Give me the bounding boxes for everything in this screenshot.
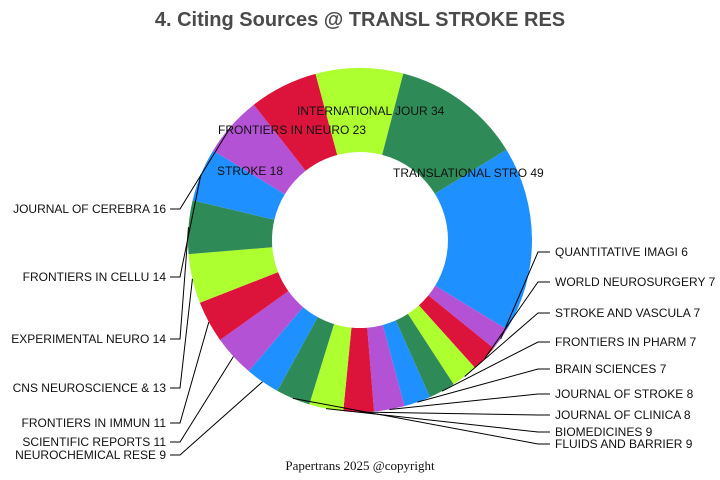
donut-slices xyxy=(188,67,533,412)
label-frontiers-in-neuro: FRONTIERS IN NEURO 23 xyxy=(218,123,366,137)
slice-journal-of-cerebra xyxy=(213,104,306,195)
label-stroke: STROKE 18 xyxy=(217,164,283,178)
leader-frontiers-in-pharm xyxy=(441,341,550,392)
chart-title: 4. Citing Sources @ TRANSL STROKE RES xyxy=(155,9,565,31)
label-frontiers-in-cellu: FRONTIERS IN CELLU 14 xyxy=(23,270,167,284)
slice-cns-neuroscience xyxy=(188,247,279,303)
leader-scientific-reports xyxy=(170,356,234,443)
label-fluids-and-barrier: FLUIDS AND BARRIER 9 xyxy=(555,437,693,451)
label-translational-stro: TRANSLATIONAL STRO 49 xyxy=(393,166,544,180)
label-neurochemical-rese: NEUROCHEMICAL RESE 9 xyxy=(15,448,166,462)
label-brain-sciences: BRAIN SCIENCES 7 xyxy=(555,362,667,376)
slice-frontiers-in-neuro xyxy=(315,67,404,155)
label-experimental-neuro: EXPERIMENTAL NEURO 14 xyxy=(11,332,166,346)
leader-journal-of-cerebra xyxy=(170,125,232,210)
leader-lines xyxy=(170,125,550,456)
footer-copyright: Papertrans 2025 @copyright xyxy=(285,458,435,473)
label-journal-of-cerebra: JOURNAL OF CEREBRA 16 xyxy=(13,202,166,216)
label-journal-of-clinica: JOURNAL OF CLINICA 8 xyxy=(555,408,691,422)
slice-frontiers-in-cellu xyxy=(192,150,285,220)
leader-frontiers-in-cellu xyxy=(170,174,202,278)
label-frontiers-in-immun: FRONTIERS IN IMMUN 11 xyxy=(22,416,167,430)
slice-experimental-neuro xyxy=(188,200,275,255)
label-quantitative-imagi: QUANTITATIVE IMAGI 6 xyxy=(555,245,688,259)
slice-scientific-reports xyxy=(220,291,304,372)
leader-cns-neuroscience xyxy=(170,278,193,389)
leader-brain-sciences xyxy=(417,368,550,403)
label-world-neurosurgery: WORLD NEUROSURGERY 7 xyxy=(555,275,716,289)
leader-journal-of-clinica xyxy=(358,411,550,416)
label-journal-of-stroke: JOURNAL OF STROKE 8 xyxy=(555,387,694,401)
leader-world-neurosurgery xyxy=(484,281,550,359)
slice-quantitative-imagi xyxy=(428,285,507,349)
slice-labels: TRANSLATIONAL STRO 49 QUANTITATIVE IMAGI … xyxy=(11,104,715,462)
leader-journal-of-stroke xyxy=(389,393,550,410)
slice-stroke xyxy=(253,73,338,171)
label-biomedicines: BIOMEDICINES 9 xyxy=(555,425,653,439)
label-cns-neuroscience: CNS NEUROSCIENCE & 13 xyxy=(13,381,167,395)
leader-frontiers-in-immun xyxy=(170,321,210,424)
slice-frontiers-in-immun xyxy=(199,272,289,341)
leader-experimental-neuro xyxy=(170,227,189,340)
slice-fluids-and-barrier xyxy=(277,317,335,405)
slice-brain-sciences xyxy=(382,320,430,407)
leader-stroke-and-vascula xyxy=(464,312,550,377)
slice-biomedicines xyxy=(309,324,352,412)
slice-frontiers-in-pharm xyxy=(395,313,454,398)
slice-journal-of-stroke xyxy=(367,325,405,412)
label-scientific-reports: SCIENTIFIC REPORTS 11 xyxy=(22,435,166,449)
label-frontiers-in-pharm: FRONTIERS IN PHARM 7 xyxy=(555,335,697,349)
slice-neurochemical-rese xyxy=(248,307,318,391)
label-stroke-and-vascula: STROKE AND VASCULA 7 xyxy=(555,306,700,320)
slice-international-jour xyxy=(382,73,507,194)
leader-fluids-and-barrier xyxy=(292,397,550,445)
slice-stroke-and-vascula xyxy=(407,305,476,385)
leader-quantitative-imagi xyxy=(500,251,550,340)
leader-biomedicines xyxy=(326,408,550,433)
label-international-jour: INTERNATIONAL JOUR 34 xyxy=(297,104,445,118)
slice-translational-stro xyxy=(434,149,533,330)
slice-journal-of-clinica xyxy=(343,327,375,412)
leader-neurochemical-rese xyxy=(170,381,263,456)
slice-world-neurosurgery xyxy=(418,295,494,368)
